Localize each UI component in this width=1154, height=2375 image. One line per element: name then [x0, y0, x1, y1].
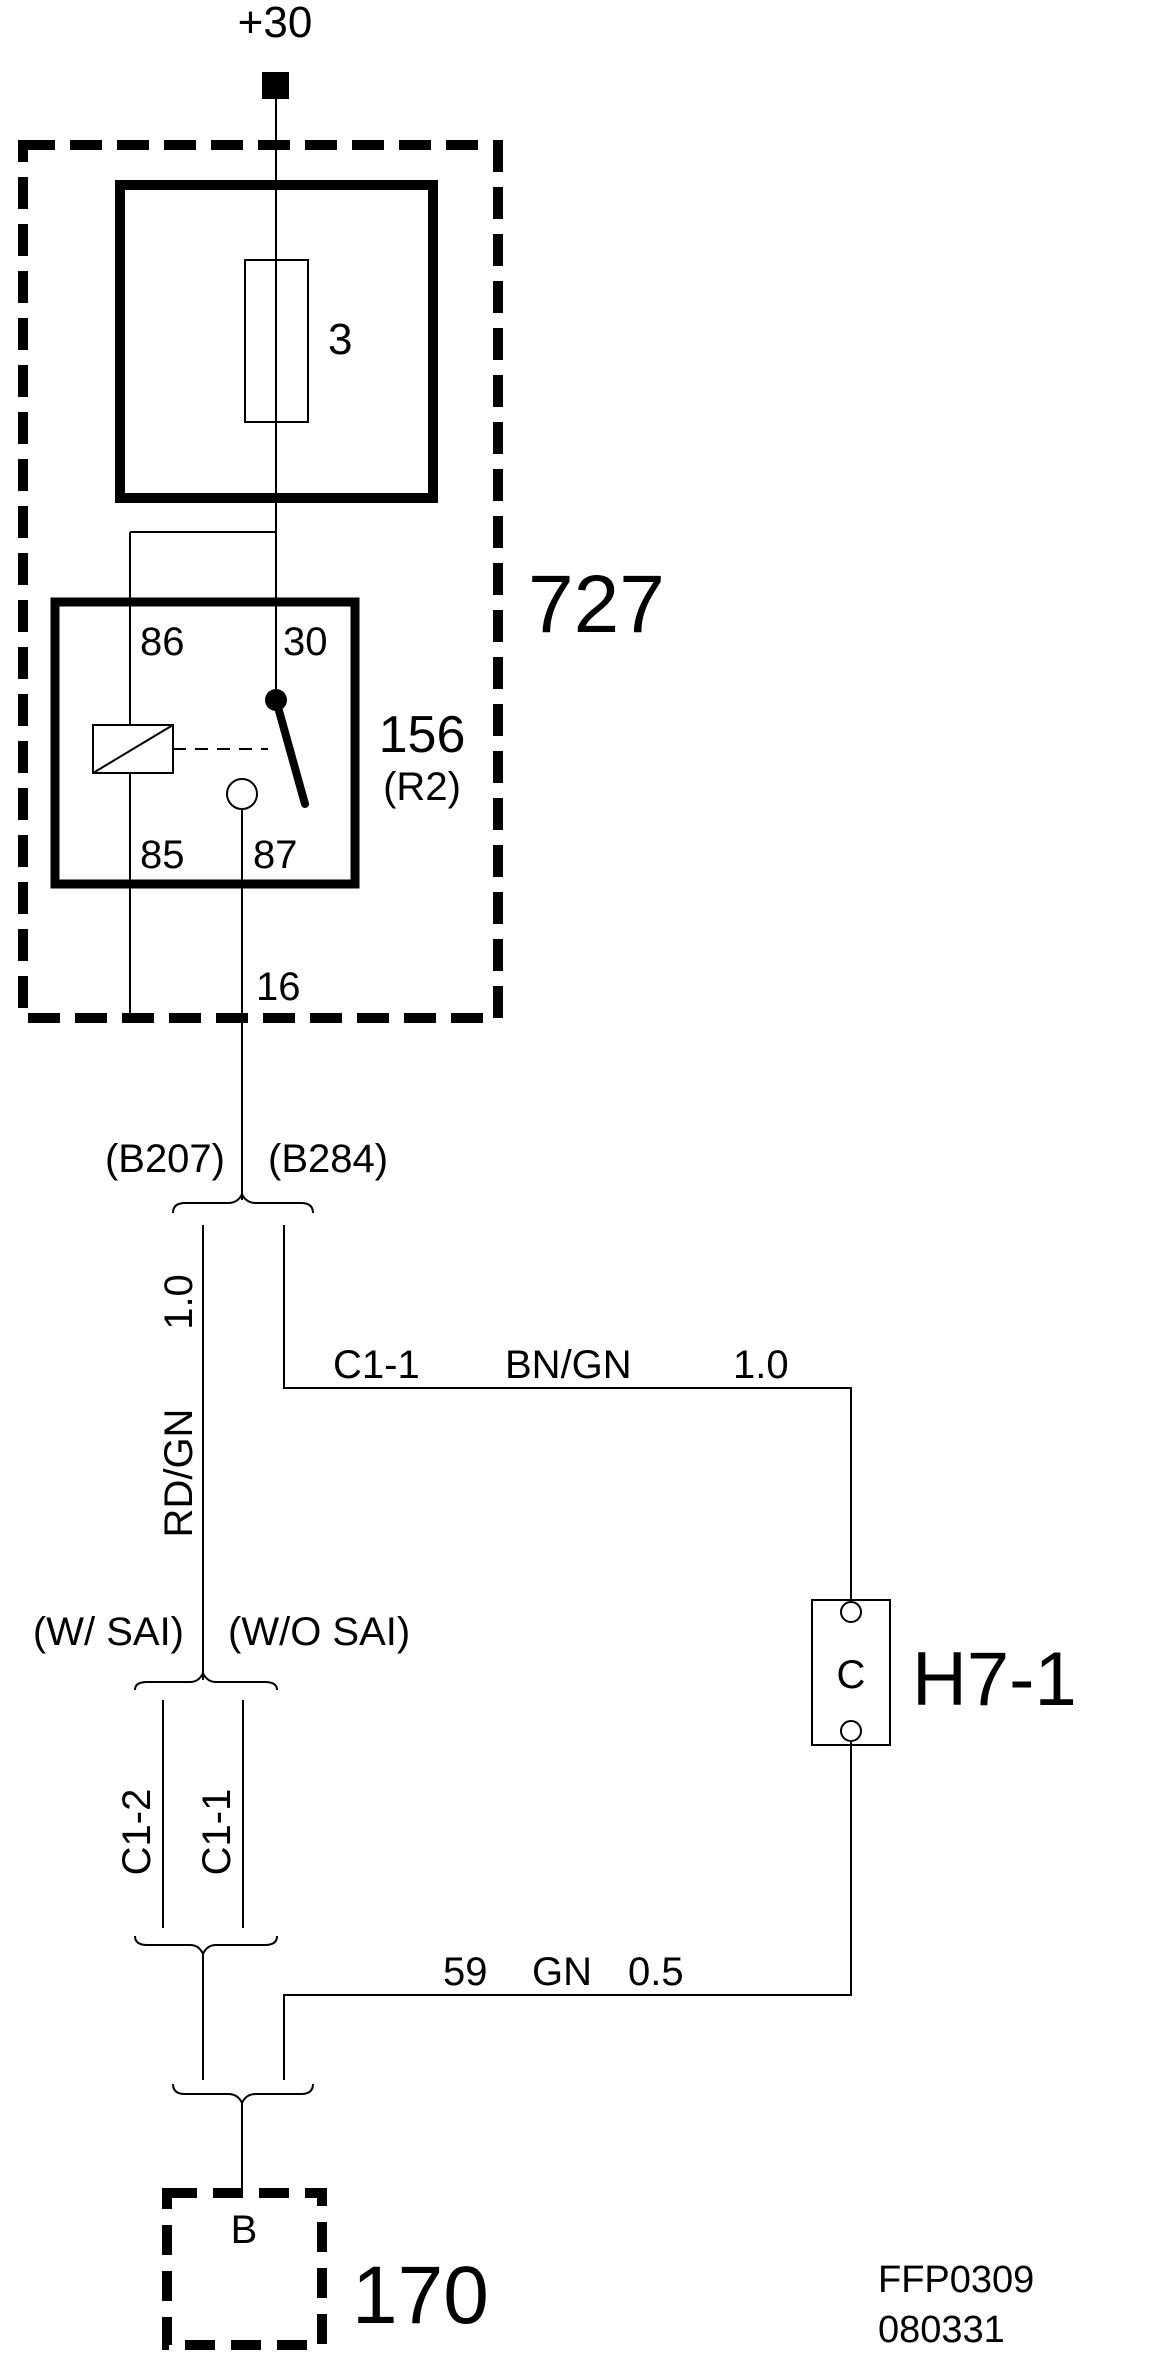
relay-pin-30: 30 [283, 620, 328, 664]
component-170-label: 170 [352, 2250, 489, 2341]
relay-box [50, 597, 360, 889]
wire-bn-gn-connector: C1-1 [333, 1343, 420, 1387]
relay-coil-diagonal [92, 724, 174, 774]
variant-label-without-sai: (W/O SAI) [228, 1610, 410, 1654]
splice-label-b207: (B207) [105, 1137, 225, 1181]
module-727-boundary [18, 140, 503, 1023]
relay-pin-85: 85 [140, 833, 185, 877]
relay-pin-87: 87 [253, 833, 298, 877]
splice-brace-bottom [172, 2083, 314, 2106]
variant-brace-top [134, 1670, 278, 1691]
connector-h7-1-label: H7-1 [912, 1637, 1077, 1722]
wire-bn-gn-size: 1.0 [733, 1343, 789, 1387]
wire-59-color: GN [532, 1950, 592, 1994]
doc-ref-date: 080331 [878, 2309, 1005, 2351]
variant-label-with-sai: (W/ SAI) [33, 1610, 184, 1654]
relay-switch-arm [272, 696, 309, 808]
supply-label: +30 [238, 0, 313, 47]
wire-bn-gn [283, 1225, 852, 1600]
component-170-boundary [162, 2188, 327, 2350]
wire-59-gn [283, 1741, 852, 2080]
variant-connector-c1-2: C1-2 [115, 1789, 159, 1876]
relay-number: 156 [379, 706, 466, 764]
variant-connector-c1-1: C1-1 [195, 1789, 239, 1876]
wire-59-size: 0.5 [628, 1950, 684, 1994]
relay-contact-87 [226, 778, 258, 810]
module-727-label: 727 [528, 559, 665, 650]
fuse-number: 3 [328, 315, 352, 364]
wire-rd-gn-size: 1.0 [157, 1274, 201, 1330]
splice-label-b284: (B284) [268, 1137, 388, 1181]
splice-brace-top [172, 1191, 314, 1214]
relay-pin-86: 86 [140, 620, 185, 664]
connector-h7-1-lower-pin [840, 1720, 862, 1742]
connector-h7-1-upper-pin [840, 1601, 862, 1623]
connector-h7-1-pin-c: C [837, 1653, 866, 1697]
wire-59-circuit: 59 [443, 1950, 488, 1994]
variant-brace-bottom [134, 1935, 278, 1957]
module-pin-16: 16 [256, 965, 301, 1009]
relay-designation: (R2) [383, 765, 461, 809]
supply-terminal [262, 72, 289, 99]
wire-rd-gn-color: RD/GN [157, 1409, 201, 1538]
component-170-pin-b: B [231, 2208, 258, 2252]
wire-bn-gn-color: BN/GN [505, 1343, 632, 1387]
doc-ref-code: FFP0309 [878, 2259, 1034, 2301]
